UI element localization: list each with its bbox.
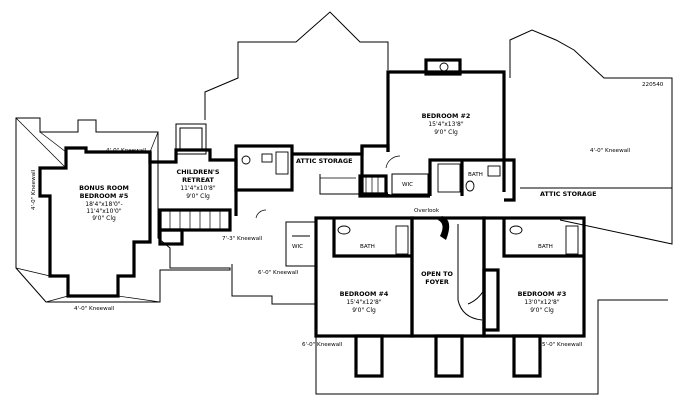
- kneewall-top-label: 4'-0" Kneewall: [106, 148, 147, 154]
- kneewall-right-label: 4'-0" Kneewall: [590, 148, 631, 154]
- bedroom-2-walls: [386, 58, 516, 202]
- bedroom-4-clg: 9'0" Clg: [352, 307, 376, 314]
- bedroom-4-walls: [255, 155, 414, 338]
- kneewall-bottom-left-label: 6'-0" Kneewall: [302, 342, 343, 348]
- overlook-label: Overlook: [414, 208, 440, 214]
- bonus-room-dims-1: 18'4"x18'0"-: [85, 201, 122, 208]
- bonus-room-dims-2: 11'4"x10'0": [86, 208, 122, 215]
- childrens-retreat-subtitle: RETREAT: [182, 176, 214, 184]
- wic-label-top: WIC: [402, 182, 413, 188]
- bedroom-2-title: BEDROOM #2: [422, 112, 471, 120]
- bath-label-b3: BATH: [538, 244, 553, 250]
- bay-windows: [354, 334, 542, 378]
- bonus-room: [15, 117, 161, 303]
- attic-storage-label-2: ATTIC STORAGE: [540, 190, 596, 198]
- bonus-room-clg: 9'0" Clg: [92, 215, 116, 222]
- stairs-left: [158, 208, 232, 246]
- bedroom-3-title: BEDROOM #3: [518, 290, 567, 298]
- bonus-room-subtitle: BEDROOM #5: [80, 192, 129, 200]
- bedroom-3-walls: [482, 216, 586, 338]
- wic-label-b4: WIC: [292, 244, 303, 250]
- bath-label-top: BATH: [468, 172, 483, 178]
- childrens-retreat-clg: 9'0" Clg: [186, 193, 210, 200]
- kneewall-bonus-bottom-label: 4'-0" Kneewall: [74, 306, 115, 312]
- bedroom-3-clg: 9'0" Clg: [530, 307, 554, 314]
- bedroom-3-dims: 13'0"x12'8": [524, 299, 560, 306]
- bedroom-4-title: BEDROOM #4: [340, 290, 389, 298]
- kneewall-wic-label: 6'-0" Kneewall: [258, 270, 299, 276]
- bedroom-4-dims: 15'4"x12'8": [346, 299, 382, 306]
- bath-label-b4: BATH: [360, 244, 375, 250]
- childrens-retreat: [148, 123, 294, 216]
- bonus-room-title: BONUS ROOM: [79, 184, 129, 192]
- foyer-subtitle: FOYER: [425, 278, 449, 286]
- foyer-title: OPEN TO: [421, 270, 453, 278]
- childrens-retreat-title: CHILDREN'S: [177, 168, 220, 176]
- kneewall-mid-label: 7'-3" Kneewall: [222, 236, 263, 242]
- kneewall-left-label: 4'-0" Kneewall: [31, 169, 37, 210]
- bedroom-2-clg: 9'0" Clg: [434, 129, 458, 136]
- bedroom-2-dims: 15'4"x13'8": [428, 121, 464, 128]
- kneewall-bottom-right-label: 5'-0" Kneewall: [542, 342, 583, 348]
- childrens-retreat-dims: 11'4"x10'8": [180, 185, 216, 192]
- plan-number: 220540: [642, 82, 664, 88]
- attic-storage-label-1: ATTIC STORAGE: [296, 157, 352, 165]
- hall-walls: [292, 144, 390, 198]
